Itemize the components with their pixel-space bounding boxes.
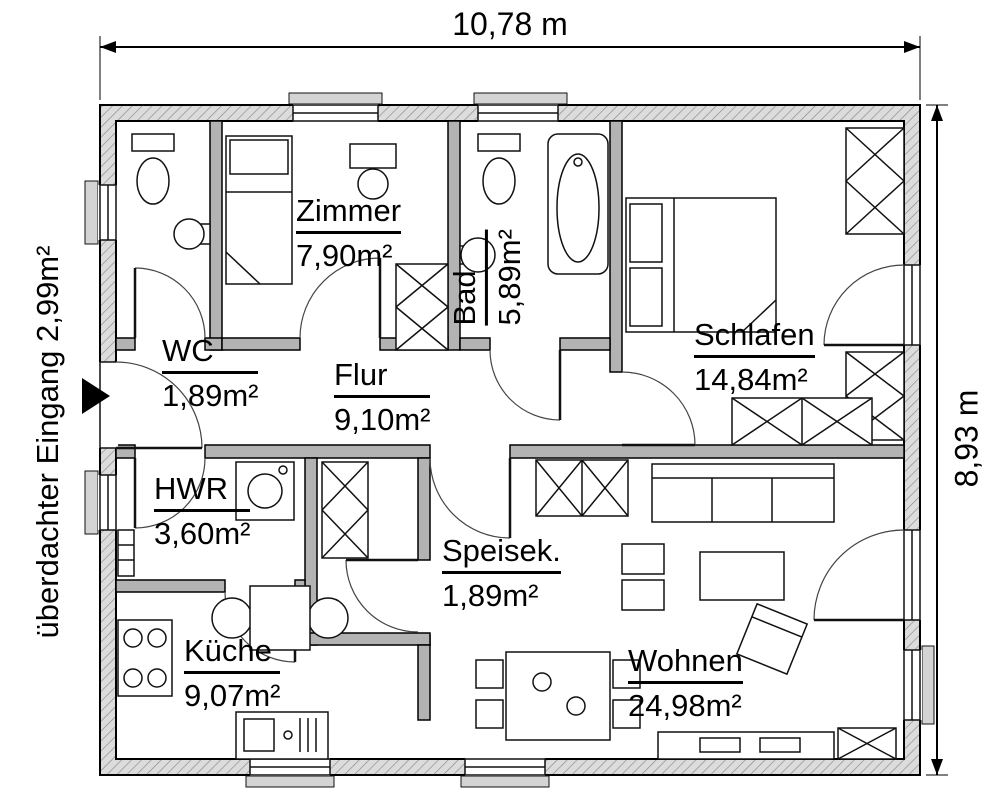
room-label-hwr: HWR 3,60m² bbox=[154, 470, 251, 553]
side-tables bbox=[621, 543, 665, 611]
schlafen-double-bed bbox=[625, 197, 777, 333]
zimmer-bed bbox=[225, 135, 293, 285]
bad-toilet bbox=[477, 133, 521, 205]
room-name-hwr: HWR bbox=[154, 470, 251, 512]
washing-machine bbox=[235, 461, 295, 521]
dining-chairs bbox=[475, 659, 641, 729]
doors bbox=[115, 257, 905, 663]
room-label-zimmer: Zimmer 7,90m² bbox=[296, 192, 402, 275]
windows-and-openings bbox=[84, 92, 935, 788]
schlafen-sideboard bbox=[731, 397, 873, 446]
room-name-kueche: Küche bbox=[184, 632, 281, 674]
room-label-kueche: Küche 9,07m² bbox=[184, 632, 281, 715]
room-label-schlafen: Schlafen 14,84m² bbox=[694, 316, 815, 399]
room-name-wc: WC bbox=[162, 332, 259, 374]
kitchen-table bbox=[211, 585, 349, 651]
schlafen-wardrobe-top bbox=[845, 127, 905, 235]
armchair bbox=[735, 602, 809, 676]
zimmer-washbasin bbox=[349, 143, 397, 200]
room-area-flur: 9,10m² bbox=[334, 401, 431, 437]
stove bbox=[117, 619, 173, 697]
room-name-speisekammer: Speisek. bbox=[442, 532, 561, 574]
dimension-height-label: 8,93 m bbox=[948, 389, 985, 488]
wc-washbasin bbox=[173, 218, 211, 250]
room-name-flur: Flur bbox=[334, 356, 431, 398]
wc-toilet bbox=[131, 133, 175, 205]
speisekammer-shelf bbox=[321, 461, 369, 559]
kitchen-sink bbox=[235, 711, 329, 760]
room-label-bad: Bad 5,89m² bbox=[445, 229, 529, 326]
room-area-hwr: 3,60m² bbox=[154, 515, 251, 551]
room-name-schlafen: Schlafen bbox=[694, 316, 815, 358]
room-area-wohnen: 24,98m² bbox=[628, 687, 742, 723]
entrance-label: überdachter Eingang 2,99m² bbox=[30, 245, 65, 639]
room-area-speisekammer: 1,89m² bbox=[442, 577, 539, 613]
room-area-bad: 5,89m² bbox=[491, 229, 527, 326]
wohnen-shelf bbox=[535, 459, 629, 517]
bathtub bbox=[547, 133, 609, 275]
room-area-schlafen: 14,84m² bbox=[694, 361, 808, 397]
room-label-speisekammer: Speisek. 1,89m² bbox=[442, 532, 561, 615]
dining-table bbox=[505, 651, 611, 741]
bad-washbasin bbox=[459, 237, 496, 273]
room-name-zimmer: Zimmer bbox=[296, 192, 402, 234]
zimmer-wardrobe bbox=[395, 263, 449, 351]
dimension-lines bbox=[99, 36, 948, 776]
entrance-arrow-icon bbox=[82, 378, 110, 414]
outer-walls bbox=[99, 104, 921, 776]
room-area-zimmer: 7,90m² bbox=[296, 237, 393, 273]
room-name-wohnen: Wohnen bbox=[628, 642, 743, 684]
room-label-flur: Flur 9,10m² bbox=[334, 356, 431, 439]
room-area-wc: 1,89m² bbox=[162, 377, 259, 413]
room-area-kueche: 9,07m² bbox=[184, 677, 281, 713]
hwr-cabinet bbox=[117, 529, 135, 577]
room-name-bad: Bad bbox=[445, 229, 488, 326]
room-label-wohnen: Wohnen 24,98m² bbox=[628, 642, 743, 725]
sofa bbox=[651, 463, 835, 523]
dimension-width-label: 10,78 m bbox=[452, 6, 568, 42]
wohnen-corner-unit bbox=[837, 727, 897, 760]
tv-board bbox=[657, 731, 835, 760]
coffee-table bbox=[699, 551, 785, 601]
room-label-wc: WC 1,89m² bbox=[162, 332, 259, 415]
